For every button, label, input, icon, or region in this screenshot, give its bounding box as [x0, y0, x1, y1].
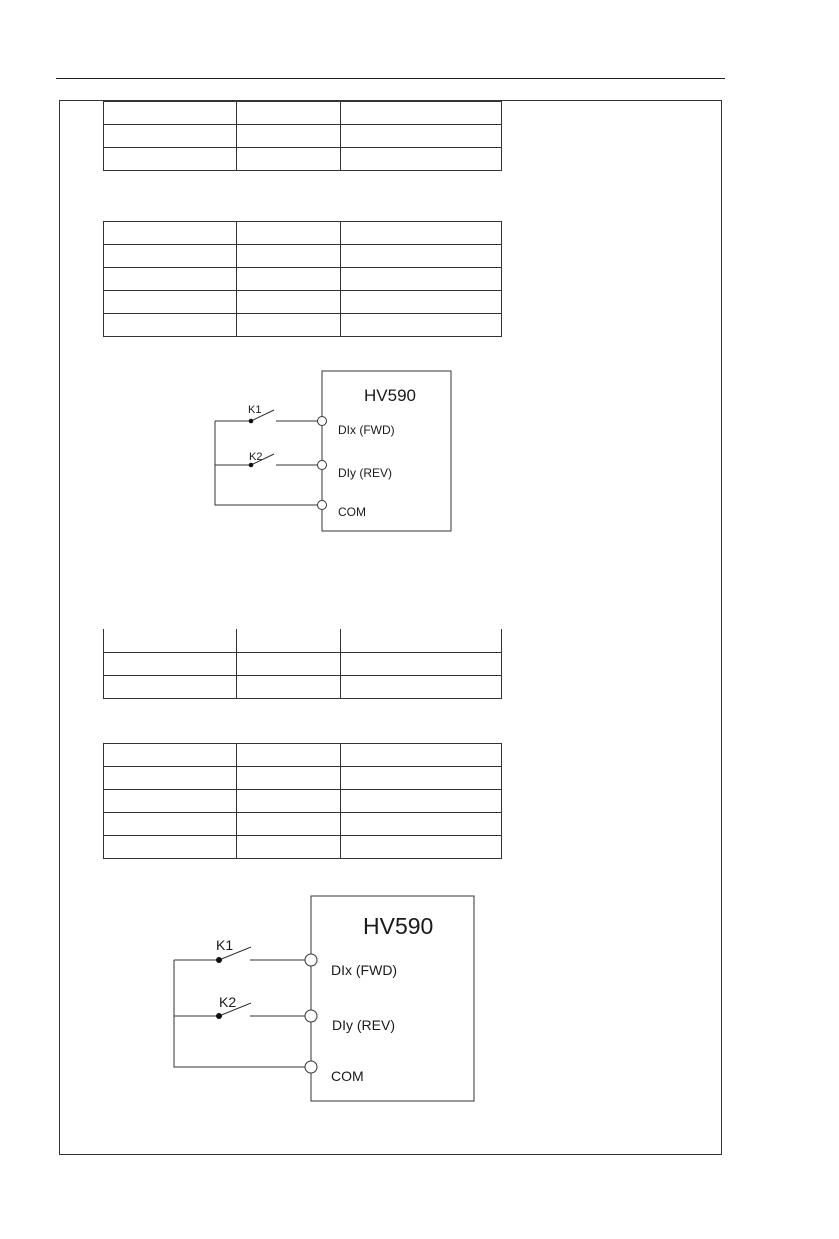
table-cell — [103, 789, 237, 813]
k2-pivot — [248, 462, 254, 468]
device-name: HV590 — [363, 913, 433, 939]
table-row — [103, 267, 502, 291]
table-cell — [236, 147, 341, 171]
parameter-table-3 — [103, 629, 502, 699]
terminal-label-rev: DIy (REV) — [338, 466, 392, 480]
table-cell — [340, 835, 502, 859]
table-cell — [340, 124, 502, 148]
table-cell — [103, 674, 237, 699]
terminal-dix — [304, 953, 318, 967]
drive-box — [310, 895, 475, 1102]
table-cell — [103, 313, 237, 337]
table-cell — [340, 313, 502, 337]
header-rule — [56, 78, 725, 79]
table-cell — [236, 101, 341, 125]
table-cell — [103, 835, 237, 859]
table-row — [103, 313, 502, 337]
table-cell — [103, 147, 237, 171]
terminal-label-rev: DIy (REV) — [332, 1017, 395, 1033]
table-row — [103, 124, 502, 148]
terminal-com — [304, 1060, 318, 1074]
table-cell — [236, 766, 341, 790]
table-row — [103, 835, 502, 859]
table-cell — [236, 313, 341, 337]
terminal-label-com: COM — [338, 505, 366, 519]
k1-pivot — [216, 957, 222, 963]
table-cell — [340, 221, 502, 245]
table-cell — [340, 812, 502, 836]
table-cell — [103, 290, 237, 314]
table-row — [103, 290, 502, 314]
table-cell — [340, 743, 502, 767]
common-wire — [173, 960, 306, 1068]
k1-switch-contact — [218, 946, 252, 961]
table-cell — [340, 267, 502, 291]
switch-label-k1: K1 — [248, 404, 261, 416]
table-cell — [236, 267, 341, 291]
common-wire — [214, 421, 318, 506]
terminal-diy — [317, 460, 327, 470]
switch-label-k2: K2 — [249, 451, 262, 463]
terminal-diy — [304, 1009, 318, 1023]
parameter-table-2 — [103, 221, 502, 337]
table-cell — [236, 835, 341, 859]
table-cell — [340, 147, 502, 171]
terminal-dix — [317, 416, 327, 426]
device-name: HV590 — [364, 386, 416, 405]
table-row — [103, 812, 502, 836]
table-cell — [103, 101, 237, 125]
table-row — [103, 743, 502, 767]
content-frame — [59, 100, 722, 1155]
table-row — [103, 221, 502, 245]
terminal-com — [317, 500, 327, 510]
k2-pivot — [216, 1013, 222, 1019]
terminal-label-fwd: DIx (FWD) — [331, 962, 397, 978]
table-row — [103, 766, 502, 790]
table-cell — [236, 124, 341, 148]
switch-label-k2: K2 — [219, 994, 236, 1010]
parameter-table-1 — [103, 101, 502, 171]
table-cell — [236, 244, 341, 268]
table-cell — [103, 267, 237, 291]
table-row — [103, 629, 502, 653]
table-row — [103, 674, 502, 699]
k2-switch-contact — [218, 1002, 252, 1017]
table-row — [103, 244, 502, 268]
switch-label-k1: K1 — [216, 937, 233, 953]
table-cell — [103, 812, 237, 836]
table-cell — [340, 674, 502, 699]
drive-box — [321, 370, 452, 532]
table-row — [103, 147, 502, 171]
k2-switch-contact — [250, 453, 275, 466]
terminal-label-com: COM — [331, 1068, 364, 1084]
parameter-table-4 — [103, 743, 502, 859]
k1-switch-contact — [250, 409, 275, 422]
k1-pivot — [248, 418, 254, 424]
terminal-label-fwd: DIx (FWD) — [338, 423, 395, 437]
